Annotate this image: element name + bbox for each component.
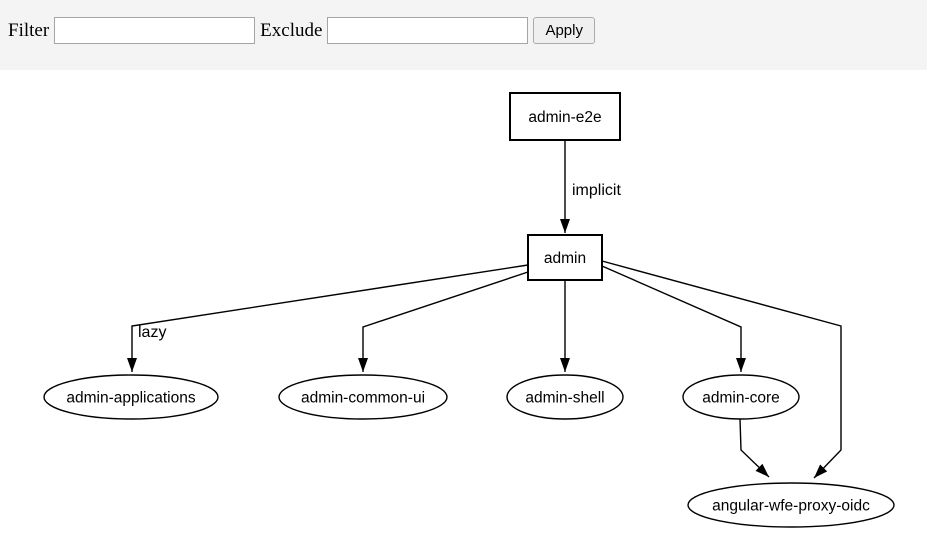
graph-node-admin-common-ui[interactable]: admin-common-ui	[278, 374, 448, 420]
graph-edge-admin-core-to-angular-wfe-proxy-oidc	[739, 418, 770, 478]
exclude-input[interactable]	[327, 17, 529, 44]
node-shape-ellipse[interactable]	[687, 482, 895, 528]
node-label: angular-wfe-proxy-oidc	[712, 498, 870, 515]
edge-label-lazy: lazy	[138, 324, 166, 341]
node-shape-ellipse[interactable]	[682, 374, 800, 420]
edge-label-implicit: implicit	[572, 182, 621, 199]
graph-node-admin-e2e[interactable]: admin-e2e	[509, 92, 621, 141]
node-label: admin-e2e	[528, 109, 601, 126]
node-label: admin-shell	[525, 390, 604, 407]
node-shape-ellipse[interactable]	[278, 374, 448, 420]
toolbar: Filter Exclude Apply	[0, 0, 927, 70]
node-shape-rect[interactable]	[509, 92, 621, 141]
filter-label: Filter	[8, 20, 50, 41]
node-label: admin-applications	[66, 390, 195, 407]
graph-edge-admin-to-admin-applications	[127, 264, 529, 372]
graph-node-admin-applications[interactable]: admin-applications	[43, 374, 219, 420]
node-label: admin	[544, 250, 586, 267]
graph-edge-admin-to-admin-common-ui	[358, 271, 529, 372]
graph-node-admin-core[interactable]: admin-core	[682, 374, 800, 420]
graph-edge-admin-to-angular-wfe-proxy-oidc	[601, 260, 842, 479]
graph-edge-admin-to-admin-core	[601, 265, 746, 372]
filter-input[interactable]	[54, 17, 256, 44]
apply-button[interactable]: Apply	[533, 17, 595, 44]
graph-node-admin[interactable]: admin	[527, 234, 603, 281]
node-shape-ellipse[interactable]	[506, 374, 624, 420]
node-label: admin-core	[702, 390, 780, 407]
exclude-label: Exclude	[260, 20, 323, 41]
graph-node-angular-wfe-proxy-oidc[interactable]: angular-wfe-proxy-oidc	[687, 482, 895, 528]
node-shape-ellipse[interactable]	[43, 374, 219, 420]
dependency-graph: implicit lazy admin-e2e admin admin-applicat…	[43, 92, 895, 528]
graph-node-admin-shell[interactable]: admin-shell	[506, 374, 624, 420]
node-shape-rect[interactable]	[527, 234, 603, 281]
node-label: admin-common-ui	[301, 390, 425, 407]
